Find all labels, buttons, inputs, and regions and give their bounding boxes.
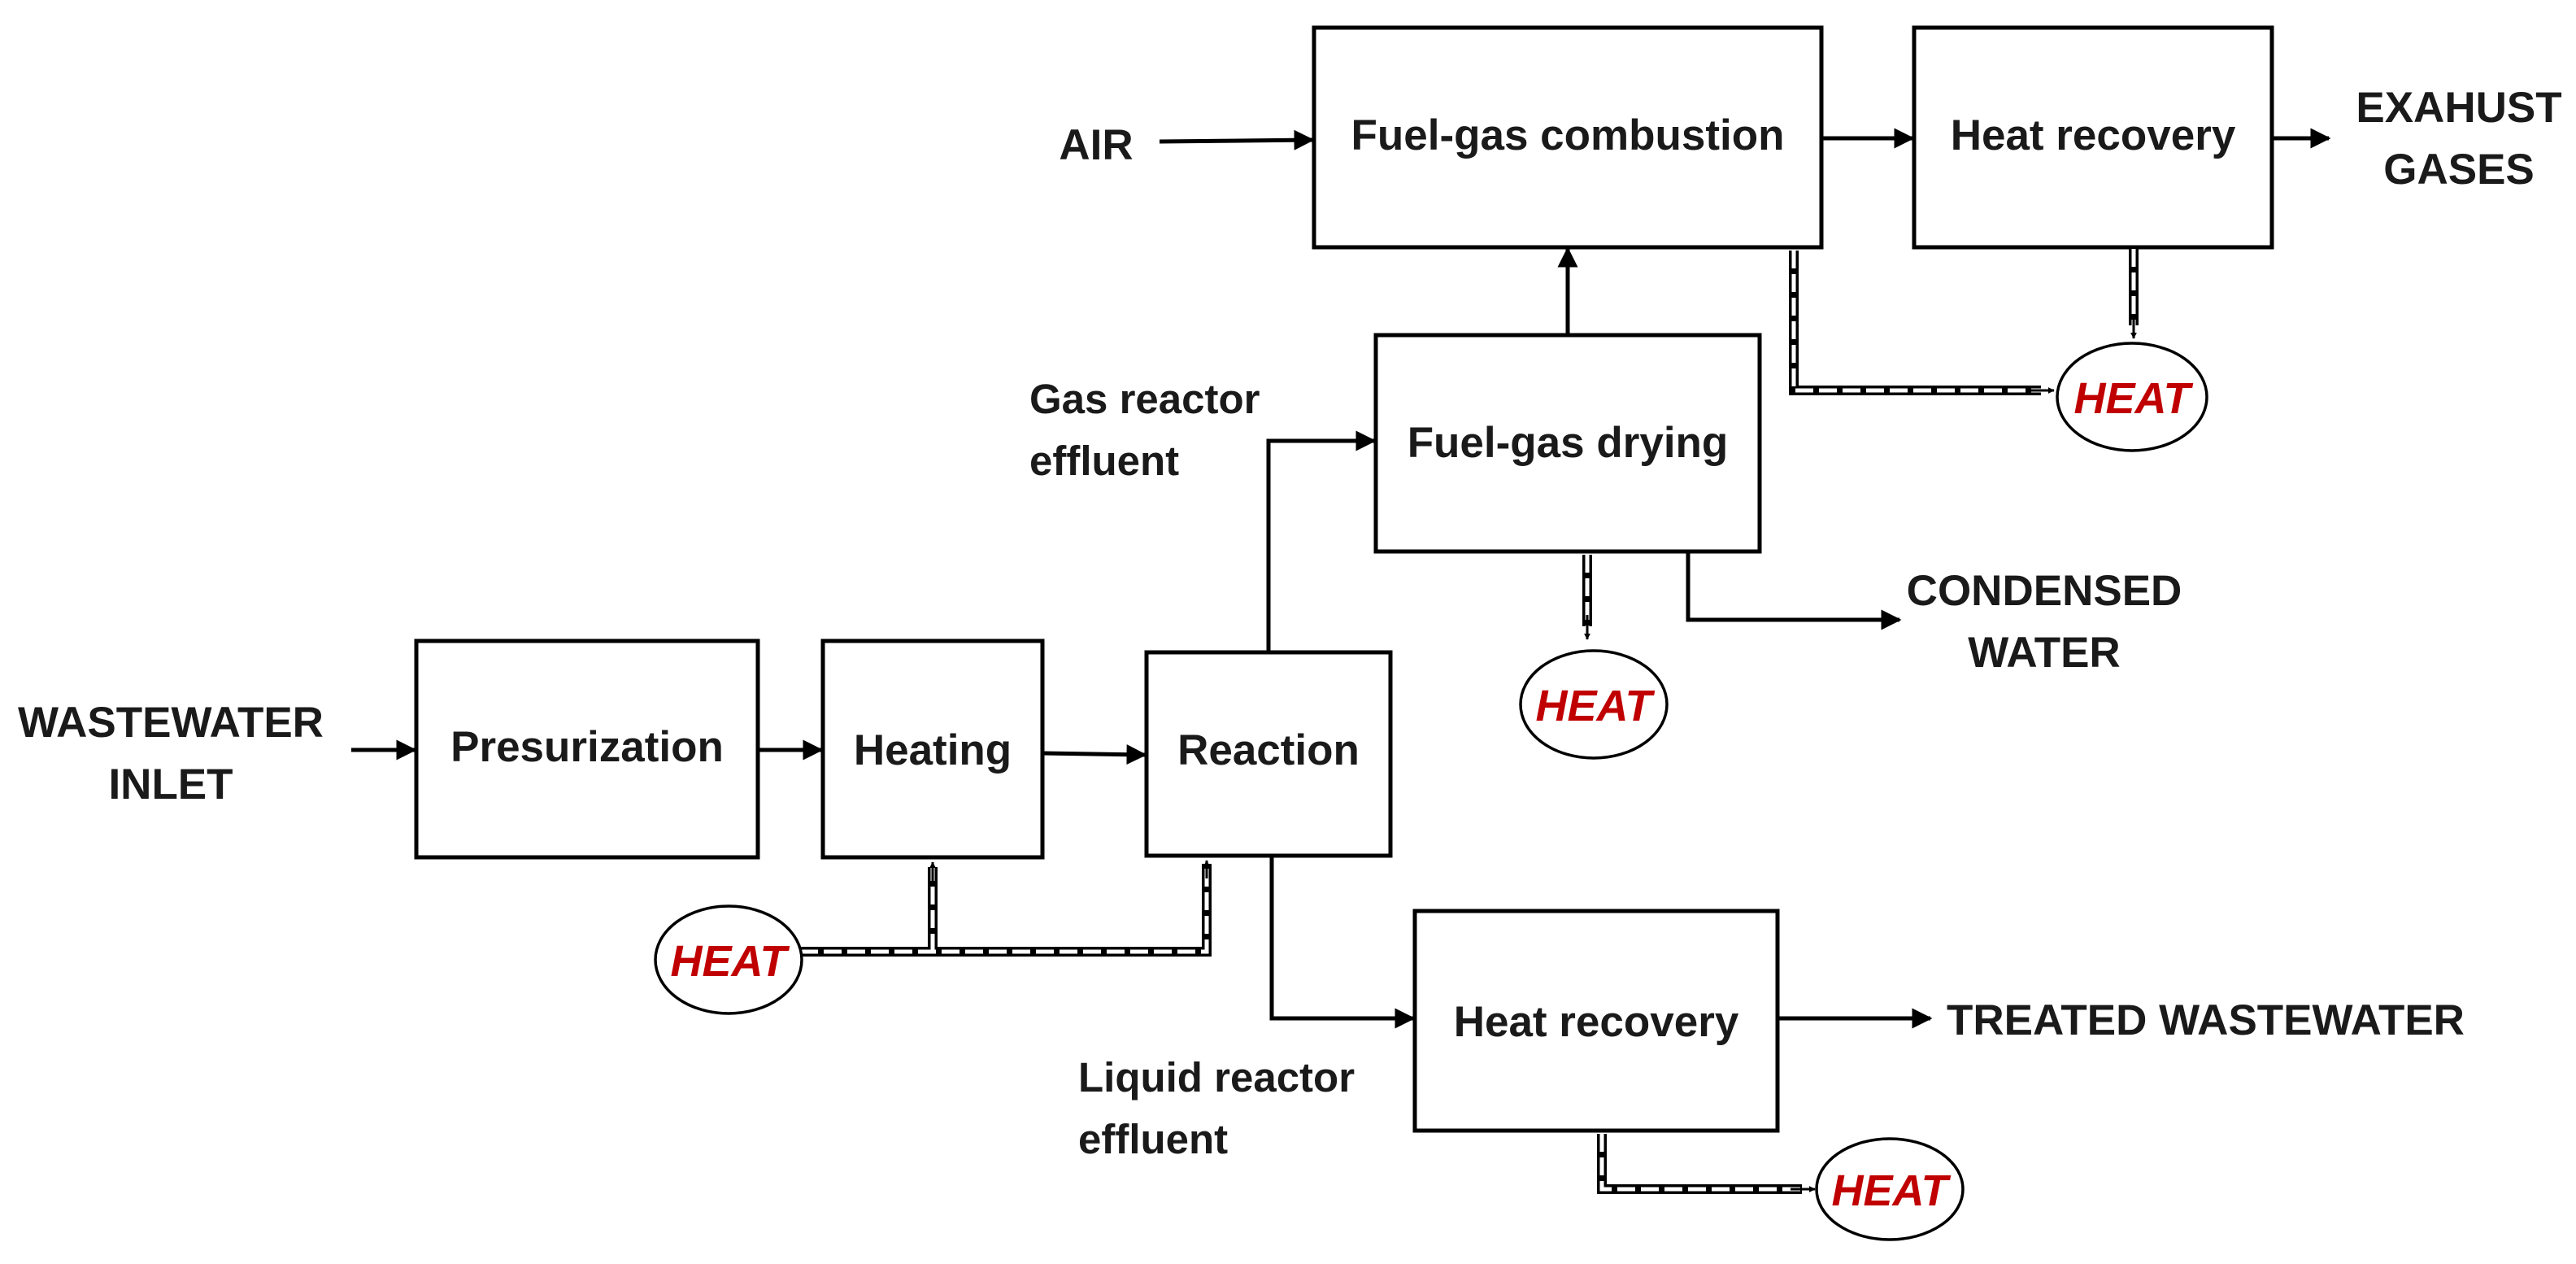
reaction-box: Reaction — [1144, 650, 1393, 858]
condensed-water-label-line2: WATER — [1968, 629, 2120, 677]
heat-recovery-bottom-text: HEAT — [1832, 1166, 1952, 1215]
heat-supply-lines — [800, 860, 1212, 957]
gas-reactor-effluent-label-line2: effluent — [1029, 438, 1179, 484]
heat-recovery-bottom-label: Heat recovery — [1454, 998, 1739, 1046]
treated-wastewater-label: TREATED WASTEWATER — [1947, 996, 2465, 1044]
combustion-heat-line — [1789, 251, 2055, 395]
air-label: AIR — [1059, 121, 1133, 169]
condensed-water-arrow — [1686, 551, 1902, 630]
heat-recovery-top-label: Heat recovery — [1951, 111, 2236, 159]
presurization-label: Presurization — [450, 723, 724, 771]
heat-drying-node: HEAT — [1519, 649, 1669, 760]
exhaust-gases-label-line1: EXAHUST — [2356, 84, 2561, 132]
wastewater-inlet-label-line1: WASTEWATER — [18, 699, 324, 747]
recovery-bottom-heat-line — [1597, 1134, 1816, 1194]
gas-reactor-effluent-label-line1: Gas reactor — [1029, 376, 1260, 422]
liquid-reactor-effluent-label-line2: effluent — [1078, 1116, 1228, 1162]
fuel-gas-drying-box: Fuel-gas drying — [1373, 333, 1762, 554]
air-arrow — [1159, 129, 1315, 150]
fuel-gas-combustion-box: Fuel-gas combustion — [1312, 25, 1824, 250]
condensed-water-label-line1: CONDENSED — [1907, 567, 2182, 615]
presurization-box: Presurization — [414, 639, 760, 860]
heat-combustion-node: HEAT — [2056, 342, 2208, 452]
heat-input-node: HEAT — [654, 904, 803, 1015]
exhaust-gases-label-line2: GASES — [2383, 146, 2535, 194]
fuel-gas-drying-label: Fuel-gas drying — [1408, 419, 1729, 467]
reaction-label: Reaction — [1177, 726, 1360, 774]
heat-input-text: HEAT — [671, 937, 790, 986]
liquid-effluent-arrow — [1269, 857, 1416, 1029]
heat-combustion-text: HEAT — [2074, 374, 2194, 423]
wastewater-inlet-label-line2: INLET — [108, 761, 233, 809]
liquid-reactor-effluent-label-line1: Liquid reactor — [1078, 1054, 1355, 1101]
heat-recovery-bottom-node: HEAT — [1815, 1137, 1965, 1241]
gas-effluent-arrow — [1266, 430, 1377, 652]
heating-to-reaction-arrow — [1042, 744, 1147, 765]
heating-box: Heating — [820, 639, 1045, 860]
heat-recovery-top-box: Heat recovery — [1912, 25, 2274, 250]
fuel-gas-combustion-label: Fuel-gas combustion — [1351, 111, 1785, 159]
heat-recovery-bottom-box: Heat recovery — [1412, 909, 1780, 1133]
heating-label: Heating — [854, 726, 1012, 774]
heat-drying-text: HEAT — [1536, 682, 1656, 730]
